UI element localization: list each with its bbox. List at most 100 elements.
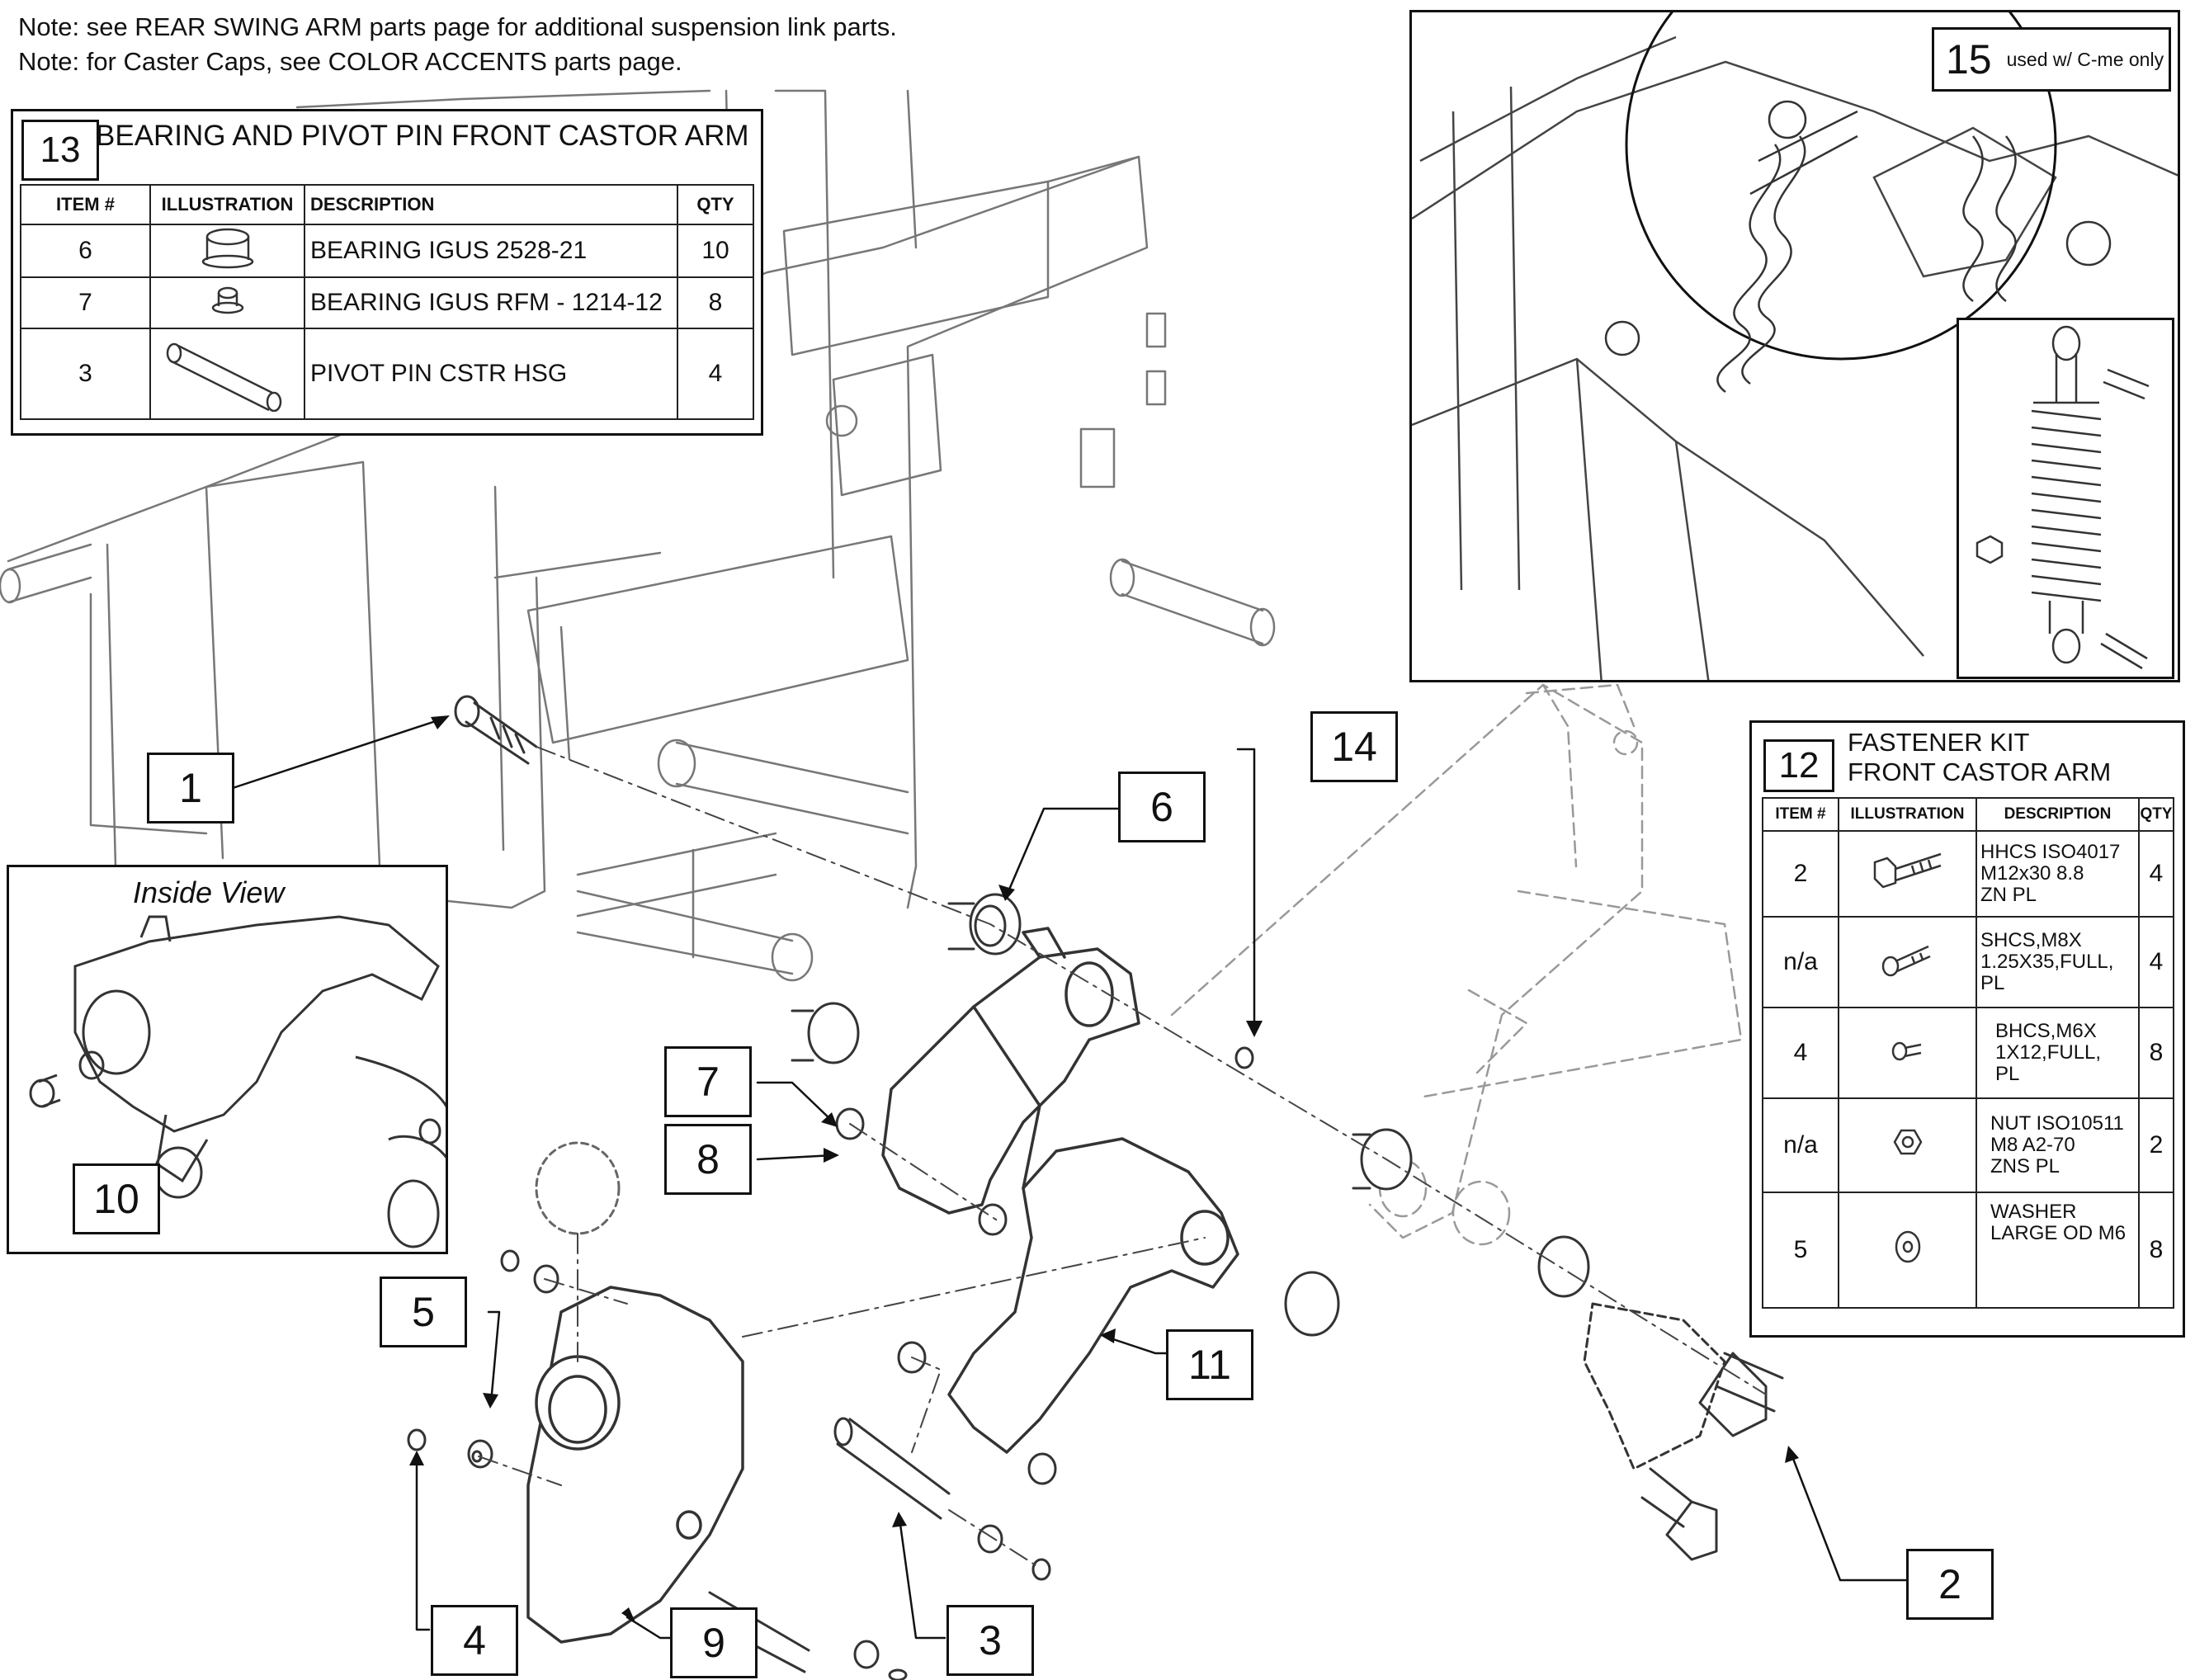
item-1-screw [454, 695, 538, 765]
description-line: HHCS ISO4017 [1980, 841, 2121, 863]
inside-view-illustration [29, 915, 446, 1248]
description-line: 1.25X35,FULL, [1980, 951, 2114, 973]
item-number: 4 [1762, 1007, 1839, 1099]
table-13-title: BEARING AND PIVOT PIN FRONT CASTOR ARM [96, 120, 749, 152]
bearing-large-icon [201, 228, 253, 269]
callout-6: 6 [1118, 772, 1206, 842]
table-12-panel: 12 FASTENER KIT FRONT CASTOR ARM ITEM # … [1749, 720, 2185, 1338]
callout-8: 8 [664, 1124, 752, 1195]
table-13-panel: 13 BEARING AND PIVOT PIN FRONT CASTOR AR… [11, 109, 763, 436]
callout-10: 10 [73, 1163, 160, 1234]
qty: 4 [677, 328, 754, 420]
callout-7: 7 [664, 1046, 752, 1117]
description: BEARING IGUS RFM - 1214-12 [304, 276, 678, 329]
shock-absorber-detail [1957, 318, 2174, 679]
description-line: M12x30 8.8 [1980, 862, 2084, 885]
qty: 2 [2138, 1097, 2174, 1193]
table-12-title-line1: FASTENER KIT [1848, 728, 2030, 757]
item-number: 7 [20, 276, 151, 329]
callout-5: 5 [380, 1277, 467, 1347]
description-line: ZNS PL [1990, 1155, 2060, 1177]
table-13-number: 13 [21, 120, 99, 181]
description-line: 1X12,FULL, [1995, 1041, 2102, 1064]
bearing-small-icon [211, 286, 243, 314]
qty: 10 [677, 224, 754, 278]
item-number: n/a [1762, 916, 1839, 1008]
table-12-number: 12 [1763, 739, 1834, 792]
item-number: n/a [1762, 1097, 1839, 1193]
description: PIVOT PIN CSTR HSG [304, 328, 678, 420]
item-number: 5 [1762, 1192, 1839, 1309]
table-12-title-line2: FRONT CASTOR ARM [1848, 757, 2112, 786]
callout-2: 2 [1906, 1549, 1994, 1620]
suspension-link-ghost [1170, 683, 1743, 1246]
note-caster-caps: Note: for Caster Caps, see COLOR ACCENTS… [18, 47, 682, 76]
lower-castor-arm [947, 1137, 1239, 1454]
item-number: 2 [1762, 830, 1839, 918]
bearings-item-6 [791, 893, 1590, 1337]
description-line: LARGE OD M6 [1990, 1222, 2127, 1244]
small-bearings [835, 1107, 1057, 1485]
caster-cap-ghost [535, 1141, 621, 1235]
table-row: 7 BEARING IGUS RFM - 1214-12 8 [20, 276, 754, 329]
inside-view-title: Inside View [133, 875, 285, 909]
col-illustration: ILLUSTRATION [149, 184, 305, 225]
axis-lines [478, 746, 1767, 1569]
description-line: PL [1980, 972, 2005, 994]
col-item: ITEM # [1762, 797, 1839, 832]
small-fasteners [407, 1046, 1254, 1680]
callout-11: 11 [1166, 1329, 1253, 1400]
inset-15-number: 15 [1946, 36, 1992, 83]
col-description: DESCRIPTION [1976, 797, 2140, 832]
hex-nut-icon [1893, 1129, 1922, 1155]
washer-icon [1895, 1230, 1920, 1263]
castor-housing [526, 1286, 744, 1644]
callout-9: 9 [670, 1607, 758, 1678]
inset-15-caption: used w/ C-me only [2006, 48, 2164, 70]
suspension-detail-illustration [1412, 12, 2178, 680]
table-12: ITEM # ILLUSTRATION DESCRIPTION QTY 2 HH… [1762, 797, 2174, 1309]
callout-1: 1 [147, 753, 234, 823]
upper-castor-arm [881, 927, 1140, 1215]
description-line: NUT ISO10511 [1990, 1112, 2124, 1135]
inset-15-panel: 15 used w/ C-me only [1409, 10, 2180, 682]
description-line: ZN PL [1980, 884, 2037, 906]
callout-3: 3 [946, 1605, 1034, 1676]
col-illustration: ILLUSTRATION [1838, 797, 1977, 832]
item-number: 3 [20, 328, 151, 420]
description: BEARING IGUS 2528-21 [304, 224, 678, 278]
button-head-screw-icon [1891, 1041, 1921, 1061]
item-number: 6 [20, 224, 151, 278]
pivot-pin-icon [166, 342, 281, 413]
socket-cap-screw-icon [1881, 945, 1931, 977]
qty: 8 [2138, 1192, 2174, 1309]
qty: 4 [2138, 916, 2174, 1008]
qty: 8 [677, 276, 754, 329]
hex-bolt-icon [1873, 852, 1941, 889]
description-line: M8 A2-70 [1990, 1134, 2075, 1156]
callout-4: 4 [431, 1605, 518, 1676]
shock-absorber-icon [1976, 325, 2150, 670]
description-line: WASHER [1990, 1201, 2077, 1223]
table-row: 3 PIVOT PIN CSTR HSG 4 [20, 328, 754, 420]
description-line: BHCS,M6X [1995, 1020, 2097, 1042]
table-row: 6 BEARING IGUS 2528-21 10 [20, 224, 754, 278]
note-swing-arm: Note: see REAR SWING ARM parts page for … [18, 12, 897, 41]
qty: 4 [2138, 830, 2174, 918]
qty: 8 [2138, 1007, 2174, 1099]
col-item: ITEM # [20, 184, 151, 225]
col-description: DESCRIPTION [304, 184, 678, 225]
bracket-and-bolts [1583, 1302, 1784, 1561]
callout-14: 14 [1310, 711, 1398, 782]
col-qty: QTY [2138, 797, 2174, 832]
inset-15-label-box: 15 used w/ C-me only [1932, 27, 2171, 92]
col-qty: QTY [677, 184, 754, 225]
description-line: PL [1995, 1063, 2020, 1085]
table-13: ITEM # ILLUSTRATION DESCRIPTION QTY 6 BE… [20, 184, 754, 420]
description-line: SHCS,M8X [1980, 929, 2082, 951]
